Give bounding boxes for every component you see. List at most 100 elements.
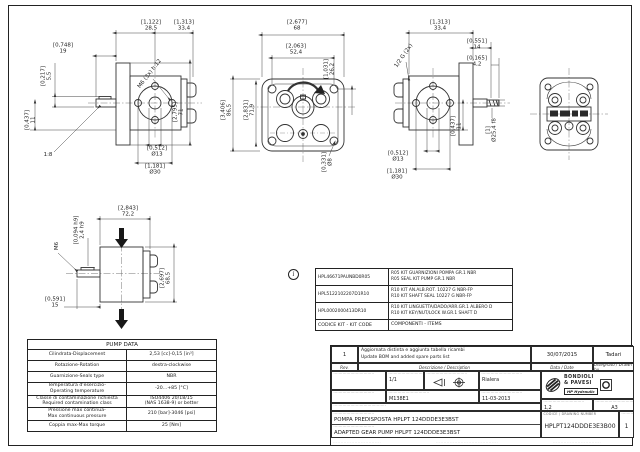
revision-description: Aggiornata distinta e aggiunta tabella r… [358,346,531,363]
pump-table-row: Guarnizione-Seals type NBR [28,371,216,383]
pump-table-row: Rotazione-Rotation destra-clockwise [28,360,216,372]
view-bottom-side [57,216,177,329]
label-description: Descrizione / Description [358,363,531,371]
pump-table-row: Temperatura d'esercizio- Operating tempe… [28,382,216,396]
replaces-value: M138E1 [389,395,409,402]
view-front [230,32,356,162]
kit-code-header: CODICE KIT - KIT CODE [316,320,389,330]
pump-row-label: Classe di contaminazione richiesta Requi… [28,395,127,408]
pump-row-label: Coppia max-Max torque [28,421,127,431]
view-rear-face [530,68,608,160]
kit-items-header: COMPONENTI - ITEMS [389,320,512,330]
micro-label: ······························· [333,372,375,376]
kit-items: R05 KIT GUARNIZIONI POMPA GR.1 NBR R05 S… [389,269,512,285]
nameplate-text-blocks [550,110,588,117]
micro-label: ······························· [426,372,468,376]
footer-microtext-left: ······························· [333,440,382,444]
footer-microtext-right: ······························· [553,440,602,444]
pump-row-label: Cilindrata-Displacement [28,350,127,360]
info-marker-icon: i [288,269,299,280]
label-rev: Rev. [331,363,358,371]
drawing-number-cell: CODICE / DRAWING NUMBER HPLPT124DDDE3E3B… [541,411,619,438]
kit-item-line-en: R05 SEAL KIT PUMP GR.1 NBR [391,277,456,282]
micro-label: ······························· [595,400,634,404]
approved-cell: ······························· Rialera [479,371,541,390]
revision-author: Tadari [593,346,634,363]
replaces-cell: ······························· M138E1 [386,390,479,403]
pump-row-label: Temperatura d'esercizio- Operating tempe… [28,382,127,395]
revision-desc-en: Update BOM and added spare parts list [361,354,450,360]
format-cell: ······························· A3 [593,399,634,411]
revision-number: 1 [331,346,358,363]
date-cell: ······························· 11-03-20… [479,390,541,403]
pump-row-value: NBR [166,373,177,379]
pump-table-row: Pressione max continua- Max continuous p… [28,408,216,422]
micro-label: ········································ [333,404,387,408]
kit-items-header-label: COMPONENTI - ITEMS [391,321,442,327]
drawing-number-label: CODICE / DRAWING NUMBER [543,412,597,416]
sheet-number-value: 1 [624,422,629,430]
view-side-left [30,30,202,165]
kit-items: R10 KIT LINGUETTA/DADO/ARR.GR.1 ALBERO D… [389,303,512,319]
title-block: 1 Aggiornata distinta e aggiunta tabella… [330,345,634,446]
pump-table-title: PUMP DATA [28,340,216,350]
footer-microtext-center: ········································ [436,440,499,444]
kit-code: HPL46671PAUNBD0R05 [316,269,389,285]
logo-emblem-icon [545,378,561,392]
logo-tagline: HP Hydraulic [564,387,598,395]
micro-label: ······························· [543,400,585,404]
pump-row-value: destra-clockwise [151,362,192,368]
micro-label: ······························· [481,391,523,395]
kit-code: HPL5122102207D1R10 [316,286,389,302]
kit-items: R10 KIT AN.ALB.ROT. 10227 G NBR-FP R10 K… [389,286,512,302]
pump-table-row: Cilindrata-Displacement 2,53 [cc]-0,15 [… [28,350,216,361]
kit-code-table: HPL46671PAUNBD0R05 R05 KIT GUARNIZIONI P… [315,268,513,331]
pump-row-value: -20...+85 [°C] [155,385,188,391]
micro-label: ······························· [621,412,634,416]
flow-arrows [115,228,128,329]
kit-item-line-it: R05 KIT GUARNIZIONI POMPA GR.1 NBR [391,271,477,277]
kit-table-header-row: CODICE KIT - KIT CODE COMPONENTI - ITEMS [316,319,512,330]
pump-row-label: Rotazione-Rotation [28,360,127,371]
view-side-right [393,30,510,171]
kit-table-row: HPL46671PAUNBD0R05 R05 KIT GUARNIZIONI P… [316,269,512,286]
micro-label: ······························· [333,391,375,395]
logo-monogram-icon [599,379,612,391]
kit-item-line-it: R10 KIT LINGUETTA/DADO/ARR.GR.1 ALBERO D [391,305,493,311]
kit-table-row: HPL5122102207D1R10 R10 KIT AN.ALB.ROT. 1… [316,286,512,303]
pump-row-value: ISO4406 20/18/15 (NAS 1638-9) or better [144,395,199,407]
date-value: 11-03-2013 [482,395,511,402]
pump-data-table: PUMP DATA Cilindrata-Displacement 2,53 [… [27,339,217,432]
sheet-number-cell: ······························· 1 [619,411,634,438]
pump-row-label: Guarnizione-Seals type [28,371,127,382]
label-drawn: Disegnato / Drawn by [593,363,634,371]
company-logo: BONDIOLI & PAVESI HP Hydraulic [541,371,634,399]
drawing-title-it: POMPA PREDISPOSTA HPLPT 124DDDE3E3BST [334,416,459,423]
notes-cell: ········································ [331,403,541,411]
pump-row-value: 2,53 [cc]-0,15 [in³] [149,352,194,358]
revision-date: 30/07/2015 [531,346,593,363]
kit-item-line-en: R10 KIT SHAFT SEAL 10227 G NBR-FP [391,294,472,299]
pump-table-row: Classe di contaminazione richiesta Requi… [28,395,216,409]
logo-name-line1: BONDIOLI [564,375,594,381]
scale-value: 1/1 [389,376,397,383]
kit-item-line-en: R10 KIT KEY/NUT/LOCK W.GR.1 SHAFT D [391,311,478,316]
drawing-number-value: HPLPT124DDDE3E3B00 [544,422,616,430]
mass-cell: ······························· 1,2 [541,399,593,411]
micro-label: ······························· [481,372,523,376]
revision-desc-it: Aggiornata distinta e aggiunta tabella r… [361,348,465,353]
titleblock-cell: ······························· [331,390,386,403]
drawing-title-en: ADAPTED GEAR PUMP HPLPT 124DDDE3E3BST [334,430,461,437]
micro-label: ······························· [333,412,375,416]
pump-row-value: 210 [bar]-3046 [psi] [147,411,196,417]
kit-code: HPL0002000413DR10 [316,303,389,319]
pump-row-value: 25 [Nm] [161,423,182,429]
titleblock-cell: ······························· [331,371,386,390]
format-value: A3 [611,404,618,411]
label-date: Data / Date [531,363,593,371]
projection-cell: ······························· [424,371,479,390]
mass-value: 1,2 [544,404,552,411]
drawing-title-cell: ······························· POMPA PR… [331,411,541,438]
